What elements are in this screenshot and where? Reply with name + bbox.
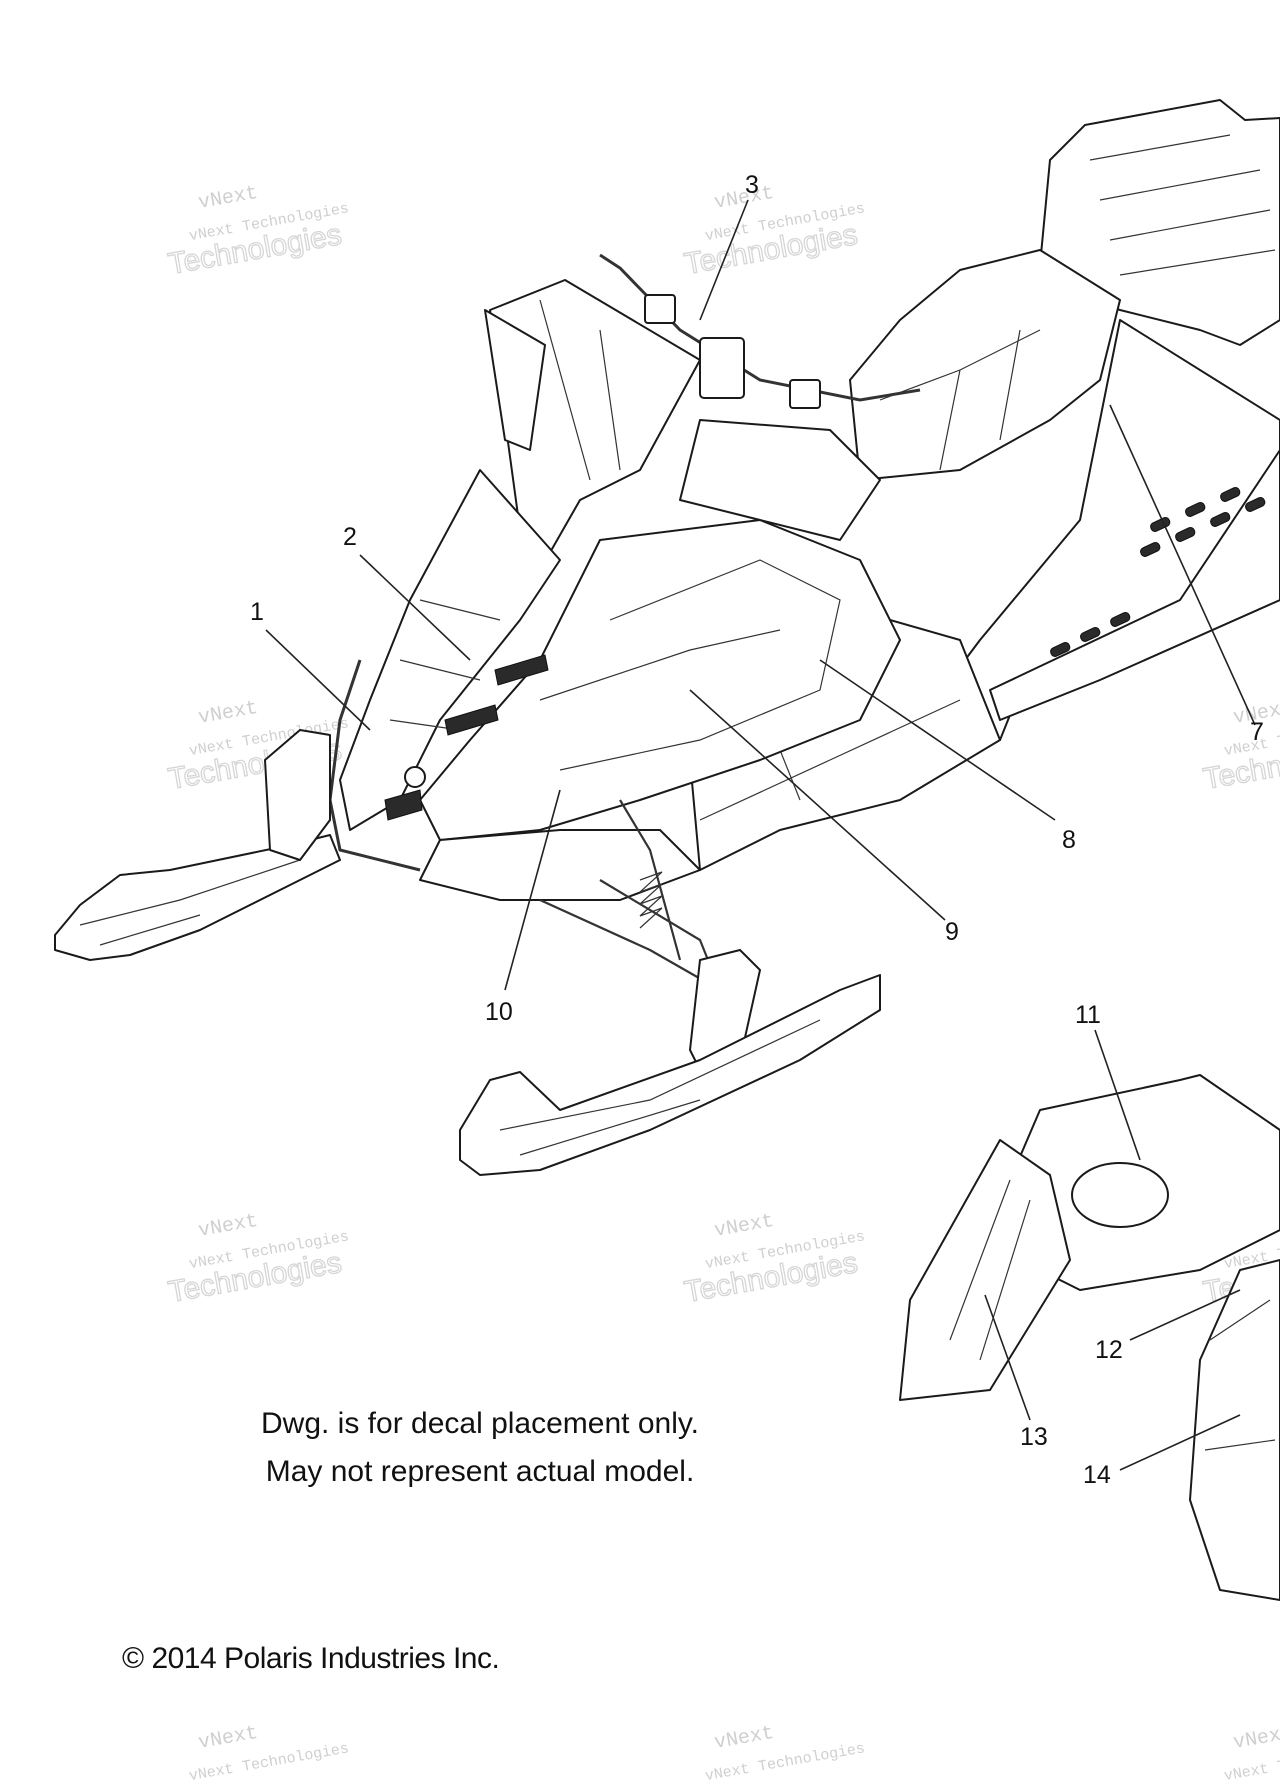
side-fairing xyxy=(899,1139,1071,1401)
callout-label: 11 xyxy=(1075,1001,1101,1029)
callout-label: 14 xyxy=(1083,1461,1111,1489)
nose-vents xyxy=(384,654,549,821)
callout-label: 12 xyxy=(1095,1336,1123,1364)
svg-text:vNext: vNext xyxy=(197,1210,260,1243)
svg-text:vNext: vNext xyxy=(713,1722,776,1755)
console xyxy=(679,419,881,541)
svg-text:vNext: vNext xyxy=(713,1210,776,1243)
watermark: vNext vNext Technologies xyxy=(1223,1722,1280,1785)
running-board-cutouts xyxy=(1050,486,1266,657)
svg-text:vNext: vNext xyxy=(1232,1722,1280,1755)
callout-label: 1 xyxy=(250,598,264,626)
watermark: vNext vNext Technologies Technologies xyxy=(165,182,350,282)
watermark: vNext vNext Technologies Technologies xyxy=(1200,697,1280,797)
callout-label: 3 xyxy=(745,171,759,199)
belly-pan xyxy=(419,829,701,901)
nose xyxy=(339,469,561,831)
callout-label: 10 xyxy=(485,998,513,1026)
callout-label: 2 xyxy=(343,523,357,551)
headlight xyxy=(404,766,426,788)
callout-label: 7 xyxy=(1250,718,1264,746)
svg-text:vNext: vNext xyxy=(197,697,260,730)
callout-labels: 1 2 3 7 8 9 10 11 12 13 14 xyxy=(250,171,1264,1489)
wind-deflector xyxy=(484,309,546,451)
callout-label: 8 xyxy=(1062,826,1076,854)
svg-text:vNext: vNext xyxy=(197,1722,260,1755)
left-spindle xyxy=(264,729,331,861)
watermark: vNext vNext Technologies xyxy=(704,1722,867,1785)
watermark: vNext vNext Technologies Technologies xyxy=(165,1210,350,1310)
svg-text:vNext: vNext xyxy=(197,182,260,215)
seat xyxy=(849,249,1121,481)
right-ski xyxy=(459,974,881,1176)
watermark: vNext vNext Technologies Technologies xyxy=(681,1210,866,1310)
lower-fairing xyxy=(1189,1259,1280,1601)
disclaimer-line-2: May not represent actual model. xyxy=(265,1455,695,1488)
shock-spring xyxy=(639,871,663,929)
hood-recess xyxy=(1071,1162,1169,1228)
snowmobile-drawing xyxy=(54,99,1280,1601)
callout-label: 9 xyxy=(945,918,959,946)
leader-lines xyxy=(265,199,1256,1471)
running-board xyxy=(989,449,1280,721)
hood xyxy=(419,519,901,841)
left-ski xyxy=(54,834,341,961)
copyright-notice: © 2014 Polaris Industries Inc. xyxy=(122,1642,500,1675)
throttle-block xyxy=(699,337,745,399)
callout-label: 13 xyxy=(1020,1423,1048,1451)
watermark: vNext vNext Technologies Technologies xyxy=(681,182,866,282)
disclaimer-line-1: Dwg. is for decal placement only. xyxy=(261,1407,699,1440)
watermark: vNext vNext Technologies xyxy=(188,1722,351,1785)
